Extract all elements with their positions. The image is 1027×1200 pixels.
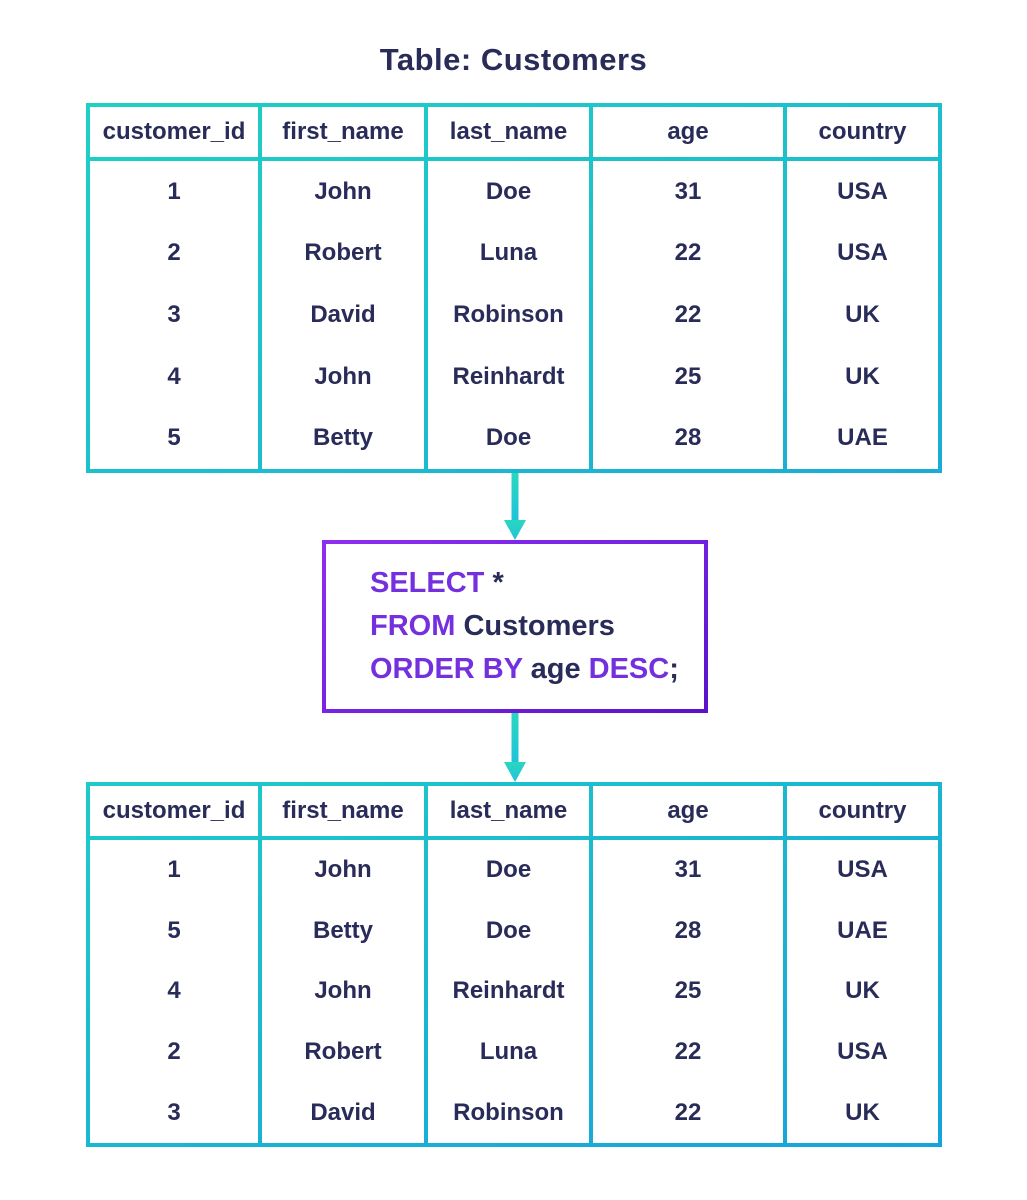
table-cell: 25 — [674, 362, 702, 390]
column-header: first_name — [262, 786, 424, 836]
table-cell: Doe — [485, 177, 532, 205]
table-cell: 3 — [167, 300, 181, 328]
table-cell: David — [310, 300, 376, 328]
table-cell: Robinson — [453, 1098, 564, 1126]
table-column-country: USA USA UK UK UAE — [787, 161, 938, 469]
table-cell: David — [310, 1098, 376, 1126]
table-cell: UK — [845, 362, 880, 390]
sql-line: SELECT * — [370, 562, 704, 605]
table-cell: 31 — [674, 177, 702, 205]
table-cell: Doe — [485, 916, 532, 944]
table-cell: 28 — [674, 916, 702, 944]
sql-query-box: SELECT * FROM Customers ORDER BY age DES… — [322, 540, 708, 713]
table-cell: 22 — [674, 300, 702, 328]
sql-text: * — [492, 567, 504, 599]
sql-text: Customers — [463, 610, 615, 642]
table-column-last-name: Doe Luna Robinson Reinhardt Doe — [428, 161, 589, 469]
column-header: age — [593, 107, 783, 157]
column-header: customer_id — [90, 786, 258, 836]
table-cell: UAE — [837, 424, 888, 452]
table-cell: Reinhardt — [452, 362, 565, 390]
source-table: customer_id first_name last_name age cou… — [86, 103, 942, 473]
table-cell: 22 — [674, 1038, 702, 1066]
table-cell: Robinson — [453, 300, 564, 328]
table-column-customer-id: 1 5 4 2 3 — [90, 840, 258, 1143]
column-header: country — [787, 107, 938, 157]
table-cell: 4 — [167, 977, 181, 1005]
table-cell: 5 — [167, 916, 181, 944]
column-header: age — [593, 786, 783, 836]
arrow-down-icon — [504, 713, 526, 782]
table-column-customer-id: 1 2 3 4 5 — [90, 161, 258, 469]
table-cell: Reinhardt — [452, 977, 565, 1005]
sql-keyword: DESC — [588, 653, 670, 685]
table-cell: UK — [845, 977, 880, 1005]
table-cell: UAE — [837, 916, 888, 944]
sql-keyword: FROM — [370, 610, 464, 642]
table-column-age: 31 22 22 25 28 — [593, 161, 783, 469]
table-cell: 2 — [167, 239, 181, 267]
sql-keyword: ORDER BY — [370, 653, 531, 685]
table-cell: 3 — [167, 1098, 181, 1126]
table-cell: 5 — [167, 424, 181, 452]
table-cell: 2 — [167, 1038, 181, 1066]
table-column-last-name: Doe Doe Reinhardt Luna Robinson — [428, 840, 589, 1143]
column-header: first_name — [262, 107, 424, 157]
table-cell: Betty — [312, 916, 373, 944]
sql-line: FROM Customers — [370, 605, 704, 648]
table-cell: 25 — [674, 977, 702, 1005]
column-header: last_name — [428, 107, 589, 157]
table-cell: Robert — [304, 239, 382, 267]
table-cell: USA — [837, 856, 888, 884]
diagram-title: Table: Customers — [379, 42, 648, 77]
column-header: country — [787, 786, 938, 836]
table-cell: 1 — [167, 177, 181, 205]
sql-line: ORDER BY age DESC; — [370, 648, 704, 691]
column-header: last_name — [428, 786, 589, 836]
table-cell: John — [314, 856, 372, 884]
table-cell: 22 — [674, 1098, 702, 1126]
table-cell: 4 — [167, 362, 181, 390]
sql-keyword: SELECT — [370, 567, 493, 599]
table-cell: John — [314, 177, 372, 205]
sql-text: ; — [669, 653, 679, 685]
table-cell: 31 — [674, 856, 702, 884]
table-cell: John — [314, 977, 372, 1005]
table-cell: John — [314, 362, 372, 390]
table-cell: UK — [845, 300, 880, 328]
arrow-down-icon — [504, 473, 526, 540]
table-cell: USA — [837, 1038, 888, 1066]
table-cell: Doe — [485, 424, 532, 452]
table-cell: 22 — [674, 239, 702, 267]
table-column-first-name: John Betty John Robert David — [262, 840, 424, 1143]
table-cell: USA — [837, 239, 888, 267]
table-cell: Luna — [479, 239, 538, 267]
table-cell: Robert — [304, 1038, 382, 1066]
table-cell: UK — [845, 1098, 880, 1126]
table-column-age: 31 28 25 22 22 — [593, 840, 783, 1143]
table-column-country: USA UAE UK USA UK — [787, 840, 938, 1143]
result-table: customer_id first_name last_name age cou… — [86, 782, 942, 1147]
table-cell: Doe — [485, 856, 532, 884]
sql-query-text: SELECT * FROM Customers ORDER BY age DES… — [326, 544, 704, 709]
table-cell: Betty — [312, 424, 373, 452]
column-header: customer_id — [90, 107, 258, 157]
table-cell: 28 — [674, 424, 702, 452]
table-cell: Luna — [479, 1038, 538, 1066]
table-cell: USA — [837, 177, 888, 205]
table-column-first-name: John Robert David John Betty — [262, 161, 424, 469]
table-cell: 1 — [167, 856, 181, 884]
sql-text: age — [530, 653, 589, 685]
